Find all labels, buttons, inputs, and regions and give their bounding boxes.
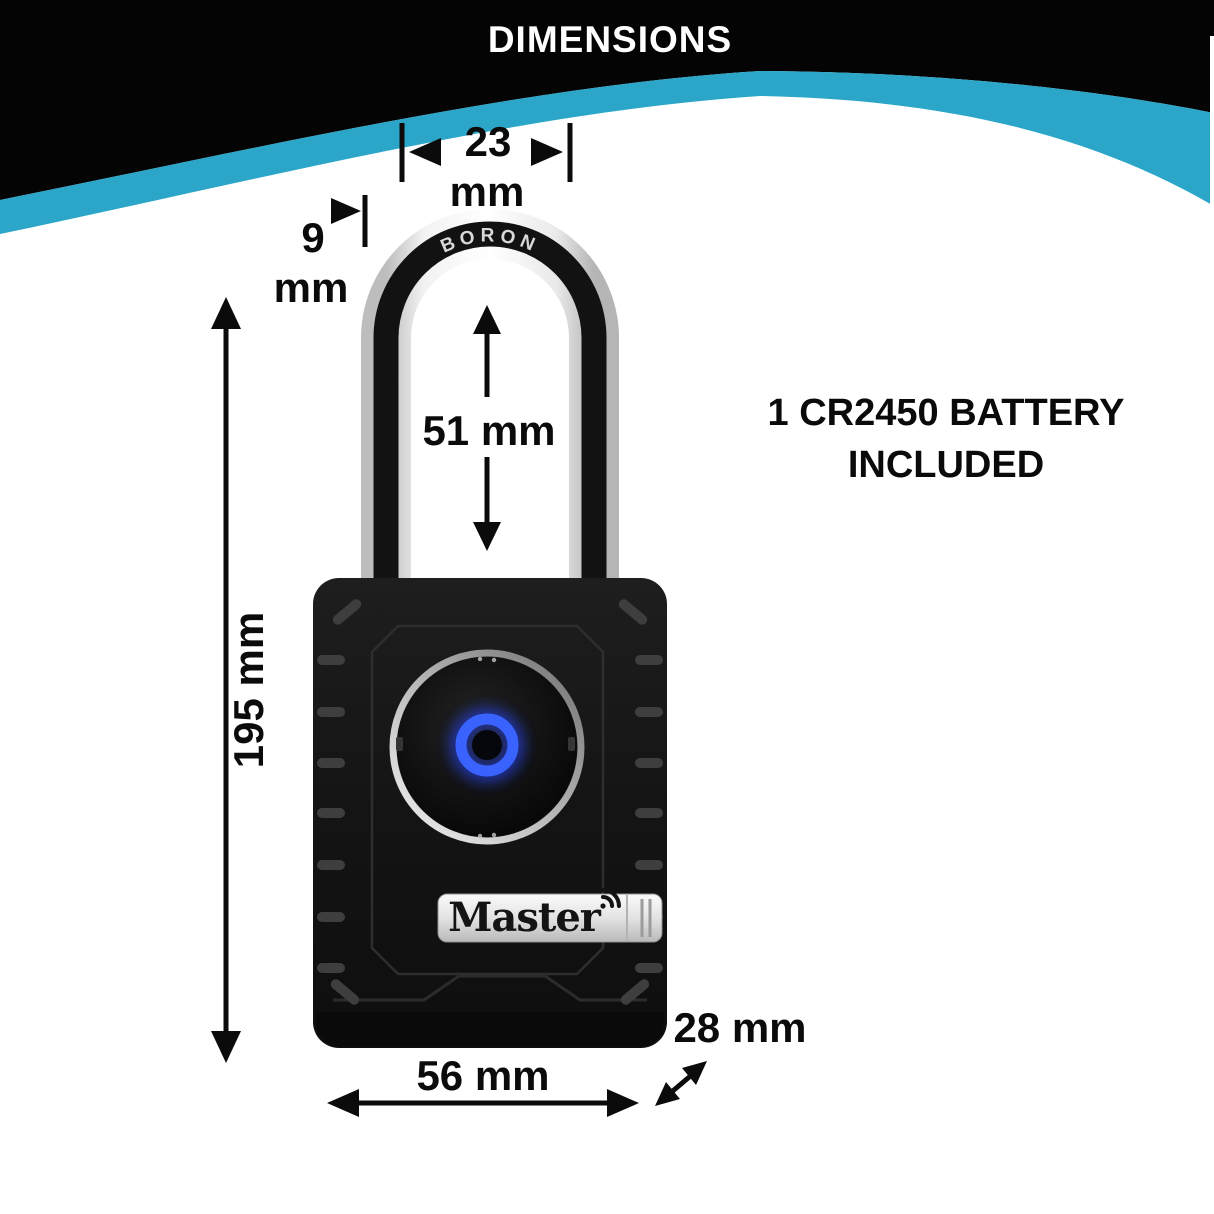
dim-body-depth: 28 mm xyxy=(655,1004,807,1106)
dial-silver-ring xyxy=(389,649,585,845)
header-banner: DIMENSIONS xyxy=(0,0,1214,234)
dial-notch-left xyxy=(396,737,403,751)
bluetooth-signal-icon xyxy=(600,888,621,909)
body-chevron-seam xyxy=(333,974,647,1002)
dim-shackle-clearance-label: 51 mm xyxy=(422,407,555,454)
shackle: BORON xyxy=(361,209,619,600)
right-edge-strip xyxy=(1210,36,1214,211)
lock-body: Master xyxy=(313,578,667,1048)
brand-logo-text: Master xyxy=(448,894,602,941)
led-ring xyxy=(455,713,519,777)
body-bottom-strip xyxy=(316,1012,664,1046)
dim-shackle-diameter-value: 9 xyxy=(301,214,324,261)
header-teal-swoosh xyxy=(0,71,1214,234)
dim-overall-height-label: 195 mm xyxy=(225,612,272,768)
padlock-image: BORON xyxy=(313,209,667,1048)
dim-shackle-clearance: 51 mm xyxy=(422,305,556,551)
body-panel-seam xyxy=(370,624,605,976)
battery-note-line1: 1 CR2450 BATTERY xyxy=(768,392,1125,434)
shackle-dark-band xyxy=(373,221,607,600)
dial-notch-right xyxy=(568,737,575,751)
body-ribs-left xyxy=(317,655,345,973)
dim-shackle-width: 23 mm xyxy=(399,118,573,215)
badge-ridges xyxy=(640,899,652,937)
dim-body-width-label: 56 mm xyxy=(416,1052,549,1099)
dial-screw-dots xyxy=(477,656,497,839)
dim-shackle-diameter-unit: mm xyxy=(274,264,349,311)
dim-shackle-width-unit: mm xyxy=(450,168,525,215)
battery-note-line2: INCLUDED xyxy=(848,444,1044,486)
dim-overall-height: 195 mm xyxy=(211,297,272,1063)
led-center xyxy=(472,730,502,760)
header-black-curve xyxy=(0,0,1214,200)
dim-body-depth-label: 28 mm xyxy=(673,1004,806,1051)
body-corner-ribs xyxy=(330,599,650,1005)
brand-badge: Master xyxy=(437,888,663,943)
dim-shackle-width-value: 23 xyxy=(465,118,512,165)
badge-plate xyxy=(437,893,663,943)
dim-shackle-diameter: 9 mm xyxy=(274,195,368,311)
dial-area xyxy=(389,649,585,845)
battery-note: 1 CR2450 BATTERY INCLUDED xyxy=(768,392,1125,486)
dim-body-width: 56 mm xyxy=(327,1052,639,1117)
page-title: DIMENSIONS xyxy=(488,19,732,60)
